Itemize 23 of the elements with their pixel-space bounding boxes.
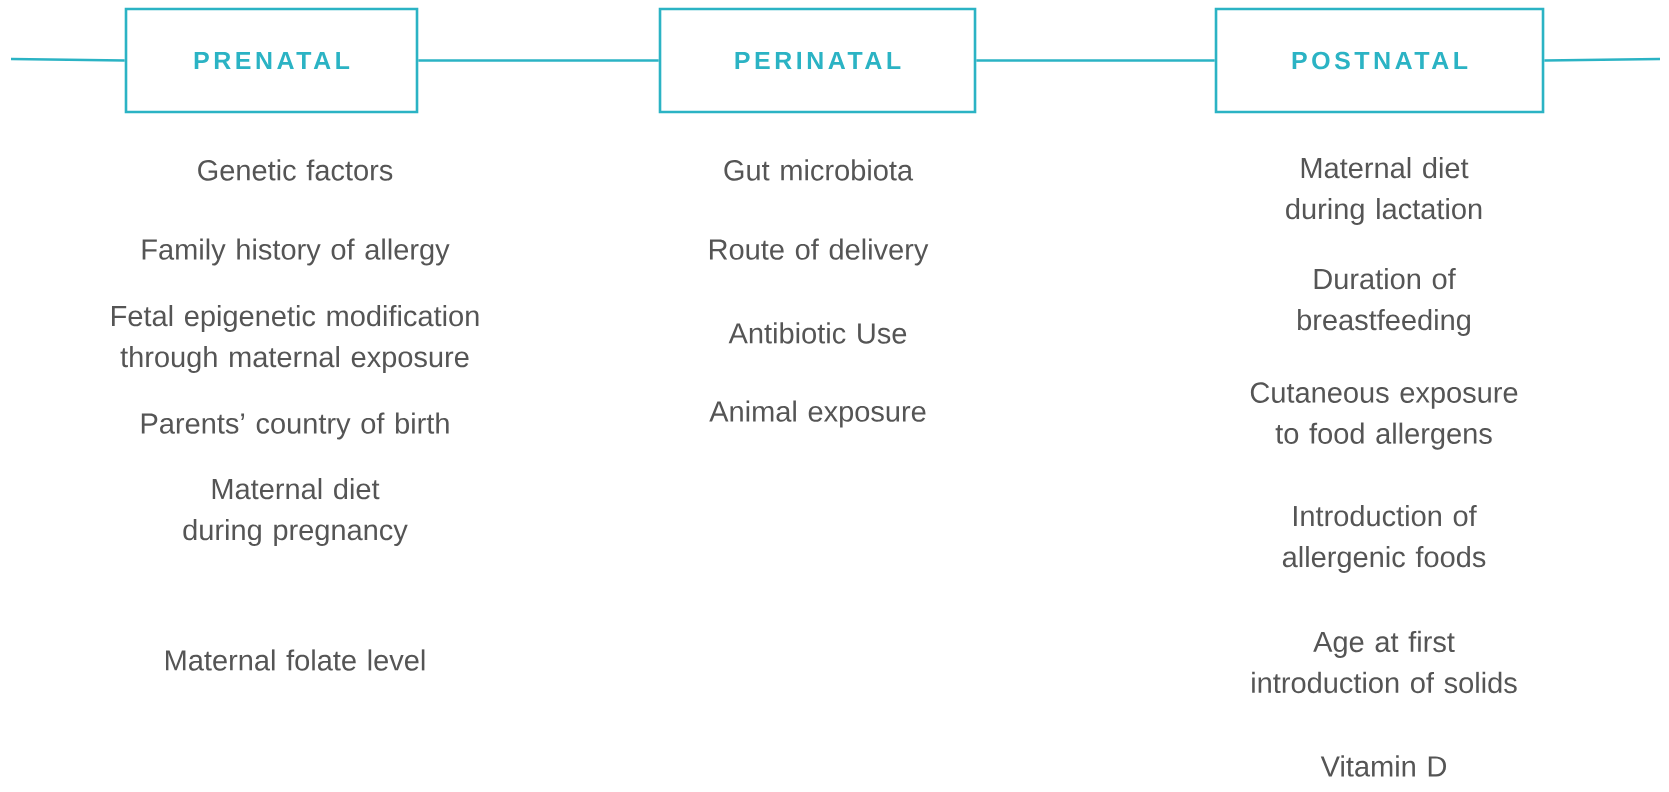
factor-text: Route of delivery: [710, 238, 929, 266]
factor-text: Introduction of allergenic foods: [1282, 505, 1486, 574]
factor-text: Antibiotic Use: [728, 322, 907, 344]
timeline-line: [976, 59, 1215, 62]
factor-text: Maternal diet during lactation: [1286, 157, 1482, 225]
factor-text: Parents’ country of birth: [141, 412, 449, 440]
timeline-line: [1544, 57, 1661, 62]
timeline-line: [418, 59, 659, 62]
stage-box: POSTNATAL: [1214, 7, 1545, 114]
timeline-line: [11, 57, 125, 62]
factor-text: Vitamin D: [1320, 755, 1446, 777]
factor-text: Genetic factors: [198, 159, 393, 181]
factor-text: Duration of breastfeeding: [1298, 268, 1470, 336]
factor-text: Cutaneous exposure to food allergens: [1250, 382, 1518, 450]
stage-box: PERINATAL: [658, 7, 977, 114]
factor-text: Age at first introduction of solids: [1252, 630, 1517, 694]
factor-text: Family history of allergy: [142, 238, 450, 266]
factor-text: Fetal epigenetic modification through maternal exposure: [112, 305, 479, 373]
factor-text: Gut microbiota: [724, 159, 914, 181]
factor-text: Maternal folate level: [166, 649, 425, 671]
stage-box: PRENATAL: [124, 7, 419, 114]
factor-text: Maternal diet during pregnancy: [183, 478, 408, 547]
factor-text: Animal exposure: [709, 400, 926, 428]
